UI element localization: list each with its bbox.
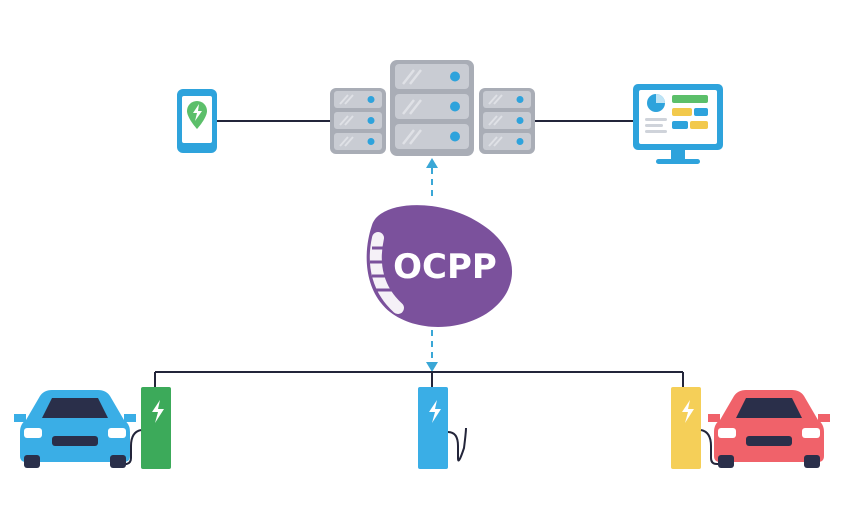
bolt-icon — [152, 400, 164, 423]
server-right — [479, 88, 535, 154]
arrow-up-icon — [426, 158, 438, 168]
server-rack-icon — [330, 60, 535, 156]
server-left — [330, 88, 386, 154]
arrow-down-icon — [426, 362, 438, 372]
red-car-icon — [708, 390, 830, 468]
ocpp-label: OCPP — [393, 247, 497, 287]
dashed-connections — [426, 158, 438, 372]
bolt-icon — [193, 104, 202, 121]
bottom-connections — [154, 371, 684, 388]
blue-car-icon — [14, 390, 136, 468]
dashboard-monitor-icon — [633, 84, 723, 164]
ocpp-logo: OCPP — [366, 205, 513, 327]
mobile-phone-icon — [177, 89, 217, 153]
bolt-icon — [429, 400, 441, 423]
bolt-icon — [682, 400, 694, 423]
charging-station-yellow — [671, 387, 722, 469]
pie-chart-icon — [647, 94, 665, 112]
server-center — [390, 60, 474, 156]
charging-station-green — [120, 387, 171, 469]
charging-pin-icon — [187, 101, 207, 129]
charging-station-blue — [418, 387, 467, 469]
